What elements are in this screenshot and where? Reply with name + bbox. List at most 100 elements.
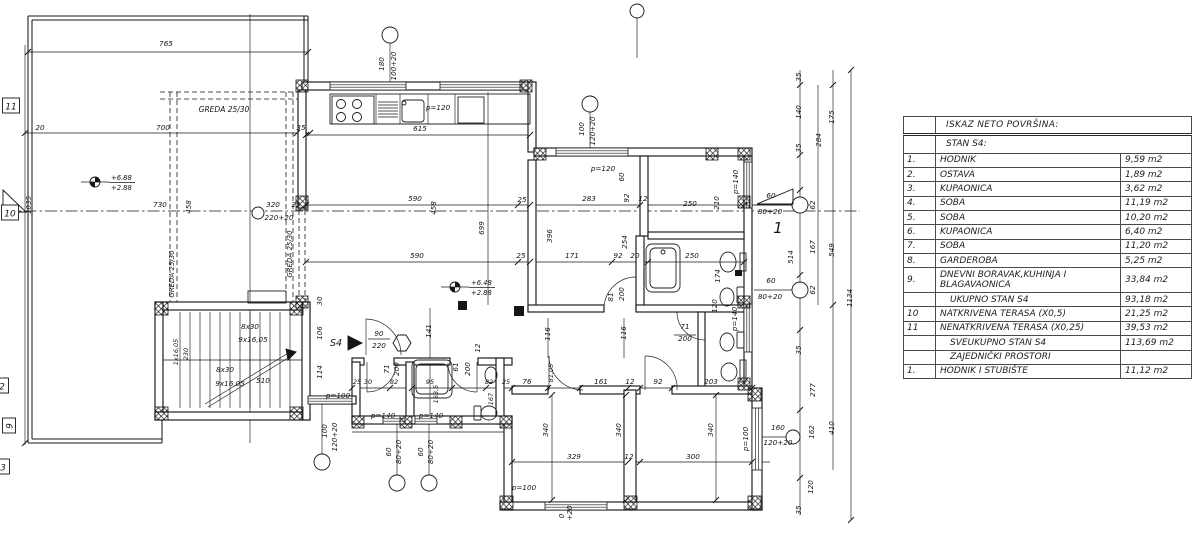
window bbox=[439, 81, 523, 91]
concrete-core bbox=[458, 301, 467, 310]
dim-label: 615 bbox=[413, 124, 427, 133]
dim-label: 120+20 bbox=[330, 422, 339, 451]
dim-label: 12 bbox=[624, 452, 634, 461]
dim-label: 230 bbox=[182, 348, 190, 360]
column-hatch bbox=[519, 79, 533, 93]
dim-label: 12 bbox=[625, 377, 635, 386]
fixture bbox=[739, 359, 747, 383]
window bbox=[751, 407, 763, 471]
door-arc bbox=[676, 311, 706, 341]
fixture bbox=[457, 96, 485, 124]
dim-label: p=120 bbox=[425, 103, 451, 112]
dim-label: 80+20 bbox=[758, 207, 783, 216]
dim-label: GREDA 25/30 bbox=[168, 250, 176, 298]
door-arc bbox=[548, 355, 584, 391]
window-marker bbox=[785, 429, 801, 445]
dim-tick bbox=[622, 496, 630, 504]
concrete-core bbox=[735, 270, 742, 276]
dim-label: 25 bbox=[353, 378, 361, 386]
wall bbox=[154, 411, 311, 421]
column-hatch bbox=[154, 406, 169, 421]
wall bbox=[527, 304, 605, 313]
dim-label: 12 bbox=[473, 343, 482, 353]
area-row-num: 8. bbox=[903, 253, 936, 269]
area-row-name: STAN S4: bbox=[935, 134, 1192, 154]
area-row-num: 9. bbox=[903, 267, 936, 294]
dim-tick bbox=[482, 384, 490, 392]
window-marker bbox=[401, 100, 407, 106]
wall bbox=[154, 301, 164, 421]
window-marker bbox=[251, 206, 265, 220]
dim-tick bbox=[636, 201, 644, 209]
dim-label: 81,05 bbox=[547, 364, 555, 383]
area-row-value: 11,12 m2 bbox=[1120, 363, 1192, 380]
column-hatch bbox=[705, 147, 719, 161]
dim-tick bbox=[293, 129, 301, 137]
dim-label: 1x16,05 bbox=[172, 339, 180, 366]
area-row-name: HODNIK bbox=[935, 152, 1121, 169]
dim-label: p=140 bbox=[418, 411, 444, 420]
dim-label: 9x16,05 bbox=[238, 335, 268, 344]
dim-tick bbox=[847, 66, 855, 74]
fixture bbox=[331, 95, 375, 125]
dim-label: 81 bbox=[606, 292, 615, 301]
dim-label: 250 bbox=[683, 199, 697, 208]
dim-label: 180 bbox=[377, 57, 386, 71]
area-row-num: 7. bbox=[903, 238, 936, 255]
room-number-box bbox=[0, 458, 10, 475]
dim-tick bbox=[796, 151, 804, 159]
dim-tick bbox=[514, 201, 522, 209]
dim-label: 8x30 bbox=[241, 322, 259, 331]
area-row-num: 3. bbox=[903, 181, 936, 197]
dim-label: 35 bbox=[794, 505, 803, 515]
dim-label: 60 bbox=[766, 276, 776, 285]
area-row-name: SOBA bbox=[935, 238, 1121, 255]
dim-tick bbox=[21, 439, 29, 447]
dim-label: 458 bbox=[184, 200, 193, 214]
area-row-value: 11,19 m2 bbox=[1120, 195, 1192, 212]
dim-tick bbox=[644, 258, 652, 266]
dim-label: 82 bbox=[390, 378, 398, 386]
dim-tick bbox=[740, 258, 748, 266]
dim-tick bbox=[526, 201, 534, 209]
column-hatch bbox=[533, 147, 547, 161]
dim-label: 80+20 bbox=[394, 439, 403, 464]
window-marker bbox=[420, 474, 438, 492]
area-row-name: SOBA bbox=[935, 210, 1121, 226]
dim-label: 700 bbox=[156, 123, 170, 132]
area-row-value: 33,84 m2 bbox=[1120, 267, 1192, 294]
fixture bbox=[739, 252, 747, 272]
fixture bbox=[415, 363, 449, 395]
column-hatch bbox=[449, 415, 463, 429]
dim-tick bbox=[576, 384, 584, 392]
column-hatch bbox=[747, 387, 762, 402]
fixture bbox=[247, 290, 287, 304]
area-row-value bbox=[1120, 349, 1192, 365]
dim-tick bbox=[636, 458, 644, 466]
dim-label: 510 bbox=[256, 376, 270, 385]
area-row-value: 1,89 m2 bbox=[1120, 167, 1192, 183]
dim-label: 396 bbox=[545, 229, 554, 243]
dim-label: 61 bbox=[451, 362, 460, 371]
sanitary-fixture bbox=[719, 332, 735, 352]
wall bbox=[647, 231, 745, 240]
dim-label: 35 bbox=[794, 345, 803, 355]
dim-label: p=100 bbox=[325, 391, 351, 400]
dim-label: 200 bbox=[463, 362, 472, 376]
dim-tick bbox=[624, 458, 632, 466]
direction-arrow bbox=[285, 348, 297, 361]
elevation-marker-quadrant bbox=[455, 282, 460, 287]
area-row-value: 6,40 m2 bbox=[1120, 224, 1192, 240]
dim-label: 340 bbox=[541, 423, 550, 437]
fixture bbox=[649, 247, 677, 289]
dim-label: 100 bbox=[320, 424, 329, 438]
dim-label: p=140 bbox=[730, 306, 739, 332]
dim-label: 35 bbox=[794, 72, 803, 82]
dim-tick bbox=[548, 391, 556, 399]
dim-label: 20 bbox=[35, 123, 45, 132]
